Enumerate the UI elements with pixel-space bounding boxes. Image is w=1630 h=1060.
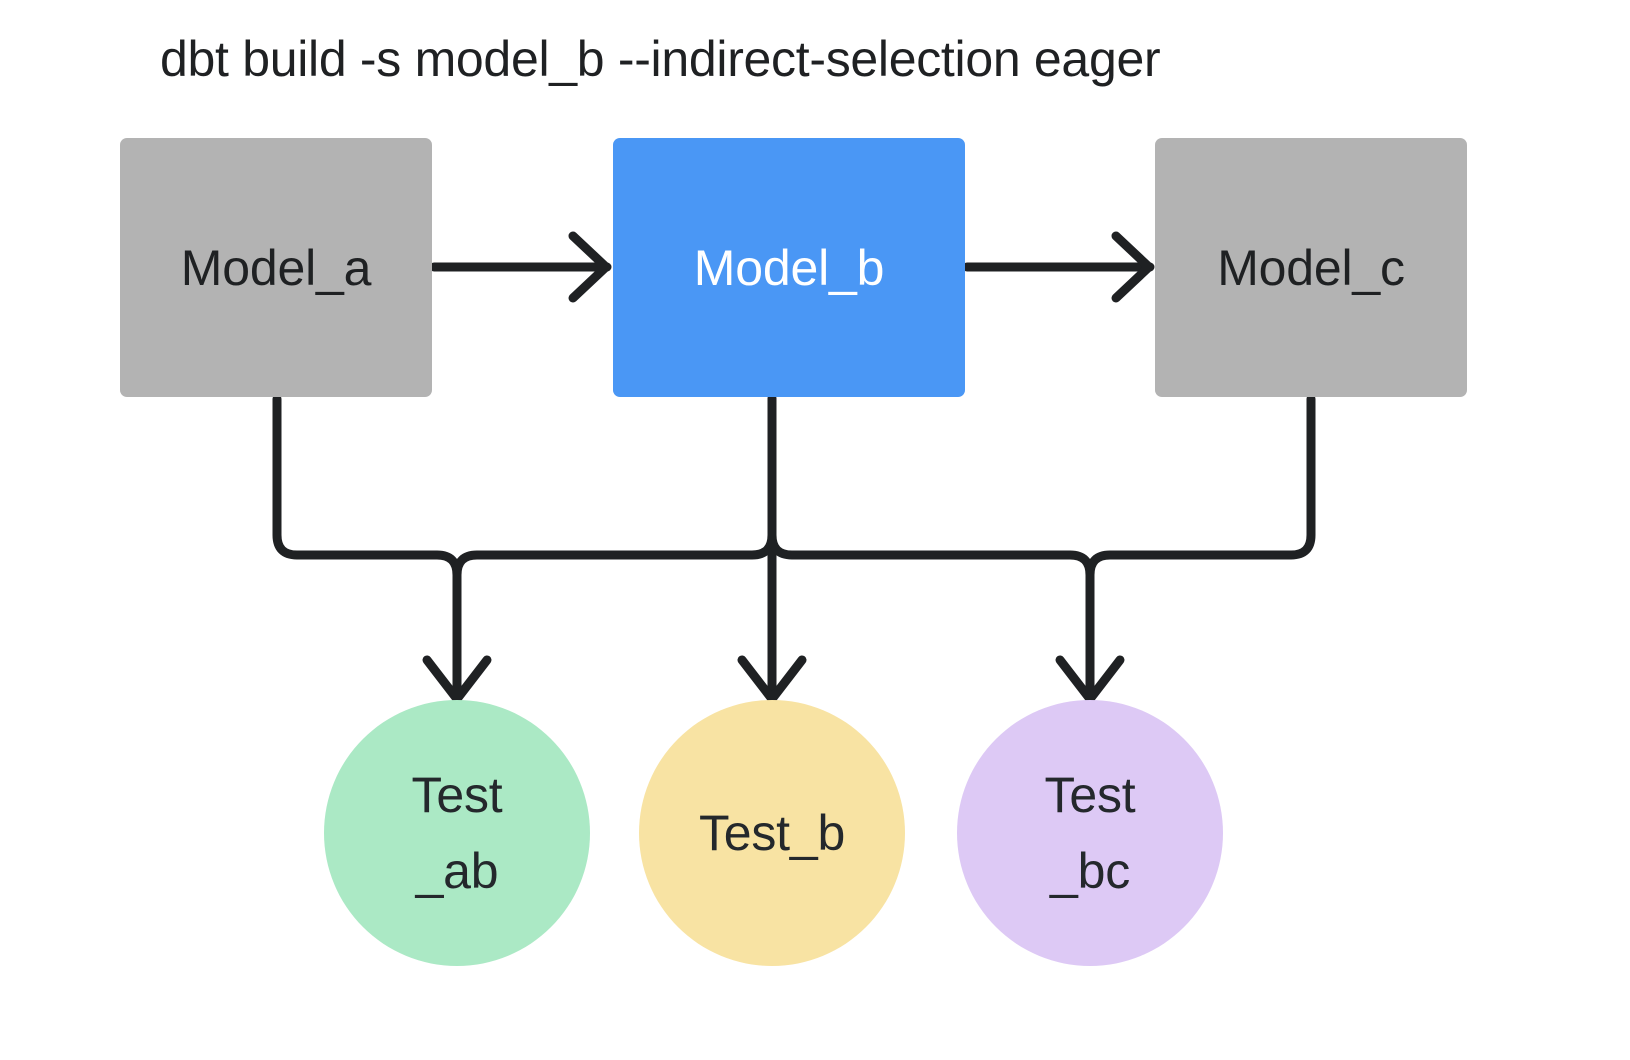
edge-model-b-to-test-bc (767, 394, 1095, 699)
edge-model-c-to-test-bc (1085, 394, 1316, 699)
edge-model-a-to-model-b (429, 231, 612, 303)
node-test-ab[interactable]: Test _ab (324, 700, 590, 966)
node-test-bc-label-line-1: Test (1044, 767, 1136, 823)
edge-model-b-to-test-ab (452, 394, 777, 699)
node-test-bc-label-line-2: _bc (1049, 843, 1130, 899)
node-model-b-label: Model_b (693, 239, 885, 296)
node-test-bc[interactable]: Test _bc (957, 700, 1223, 966)
node-model-c-label: Model_c (1217, 239, 1405, 296)
node-model-c[interactable]: Model_c (1155, 138, 1467, 397)
arrowhead-test-b (737, 655, 807, 704)
node-test-ab-label-line-1: Test (411, 767, 503, 823)
node-test-b-label-line-1: Test_b (698, 805, 846, 861)
arrowhead-test-bc (1055, 655, 1125, 704)
edge-model-a-to-test-ab (272, 394, 462, 699)
page-title: dbt build -s model_b --indirect-selectio… (160, 31, 1161, 87)
arrowhead-test-ab (422, 655, 492, 704)
node-model-b[interactable]: Model_b (613, 138, 965, 397)
node-test-b[interactable]: Test_b (639, 700, 905, 966)
node-model-a-label: Model_a (180, 239, 372, 296)
edge-model-b-to-model-c (962, 231, 1155, 303)
node-test-ab-label-line-2: _ab (415, 843, 499, 899)
node-model-a[interactable]: Model_a (120, 138, 432, 397)
